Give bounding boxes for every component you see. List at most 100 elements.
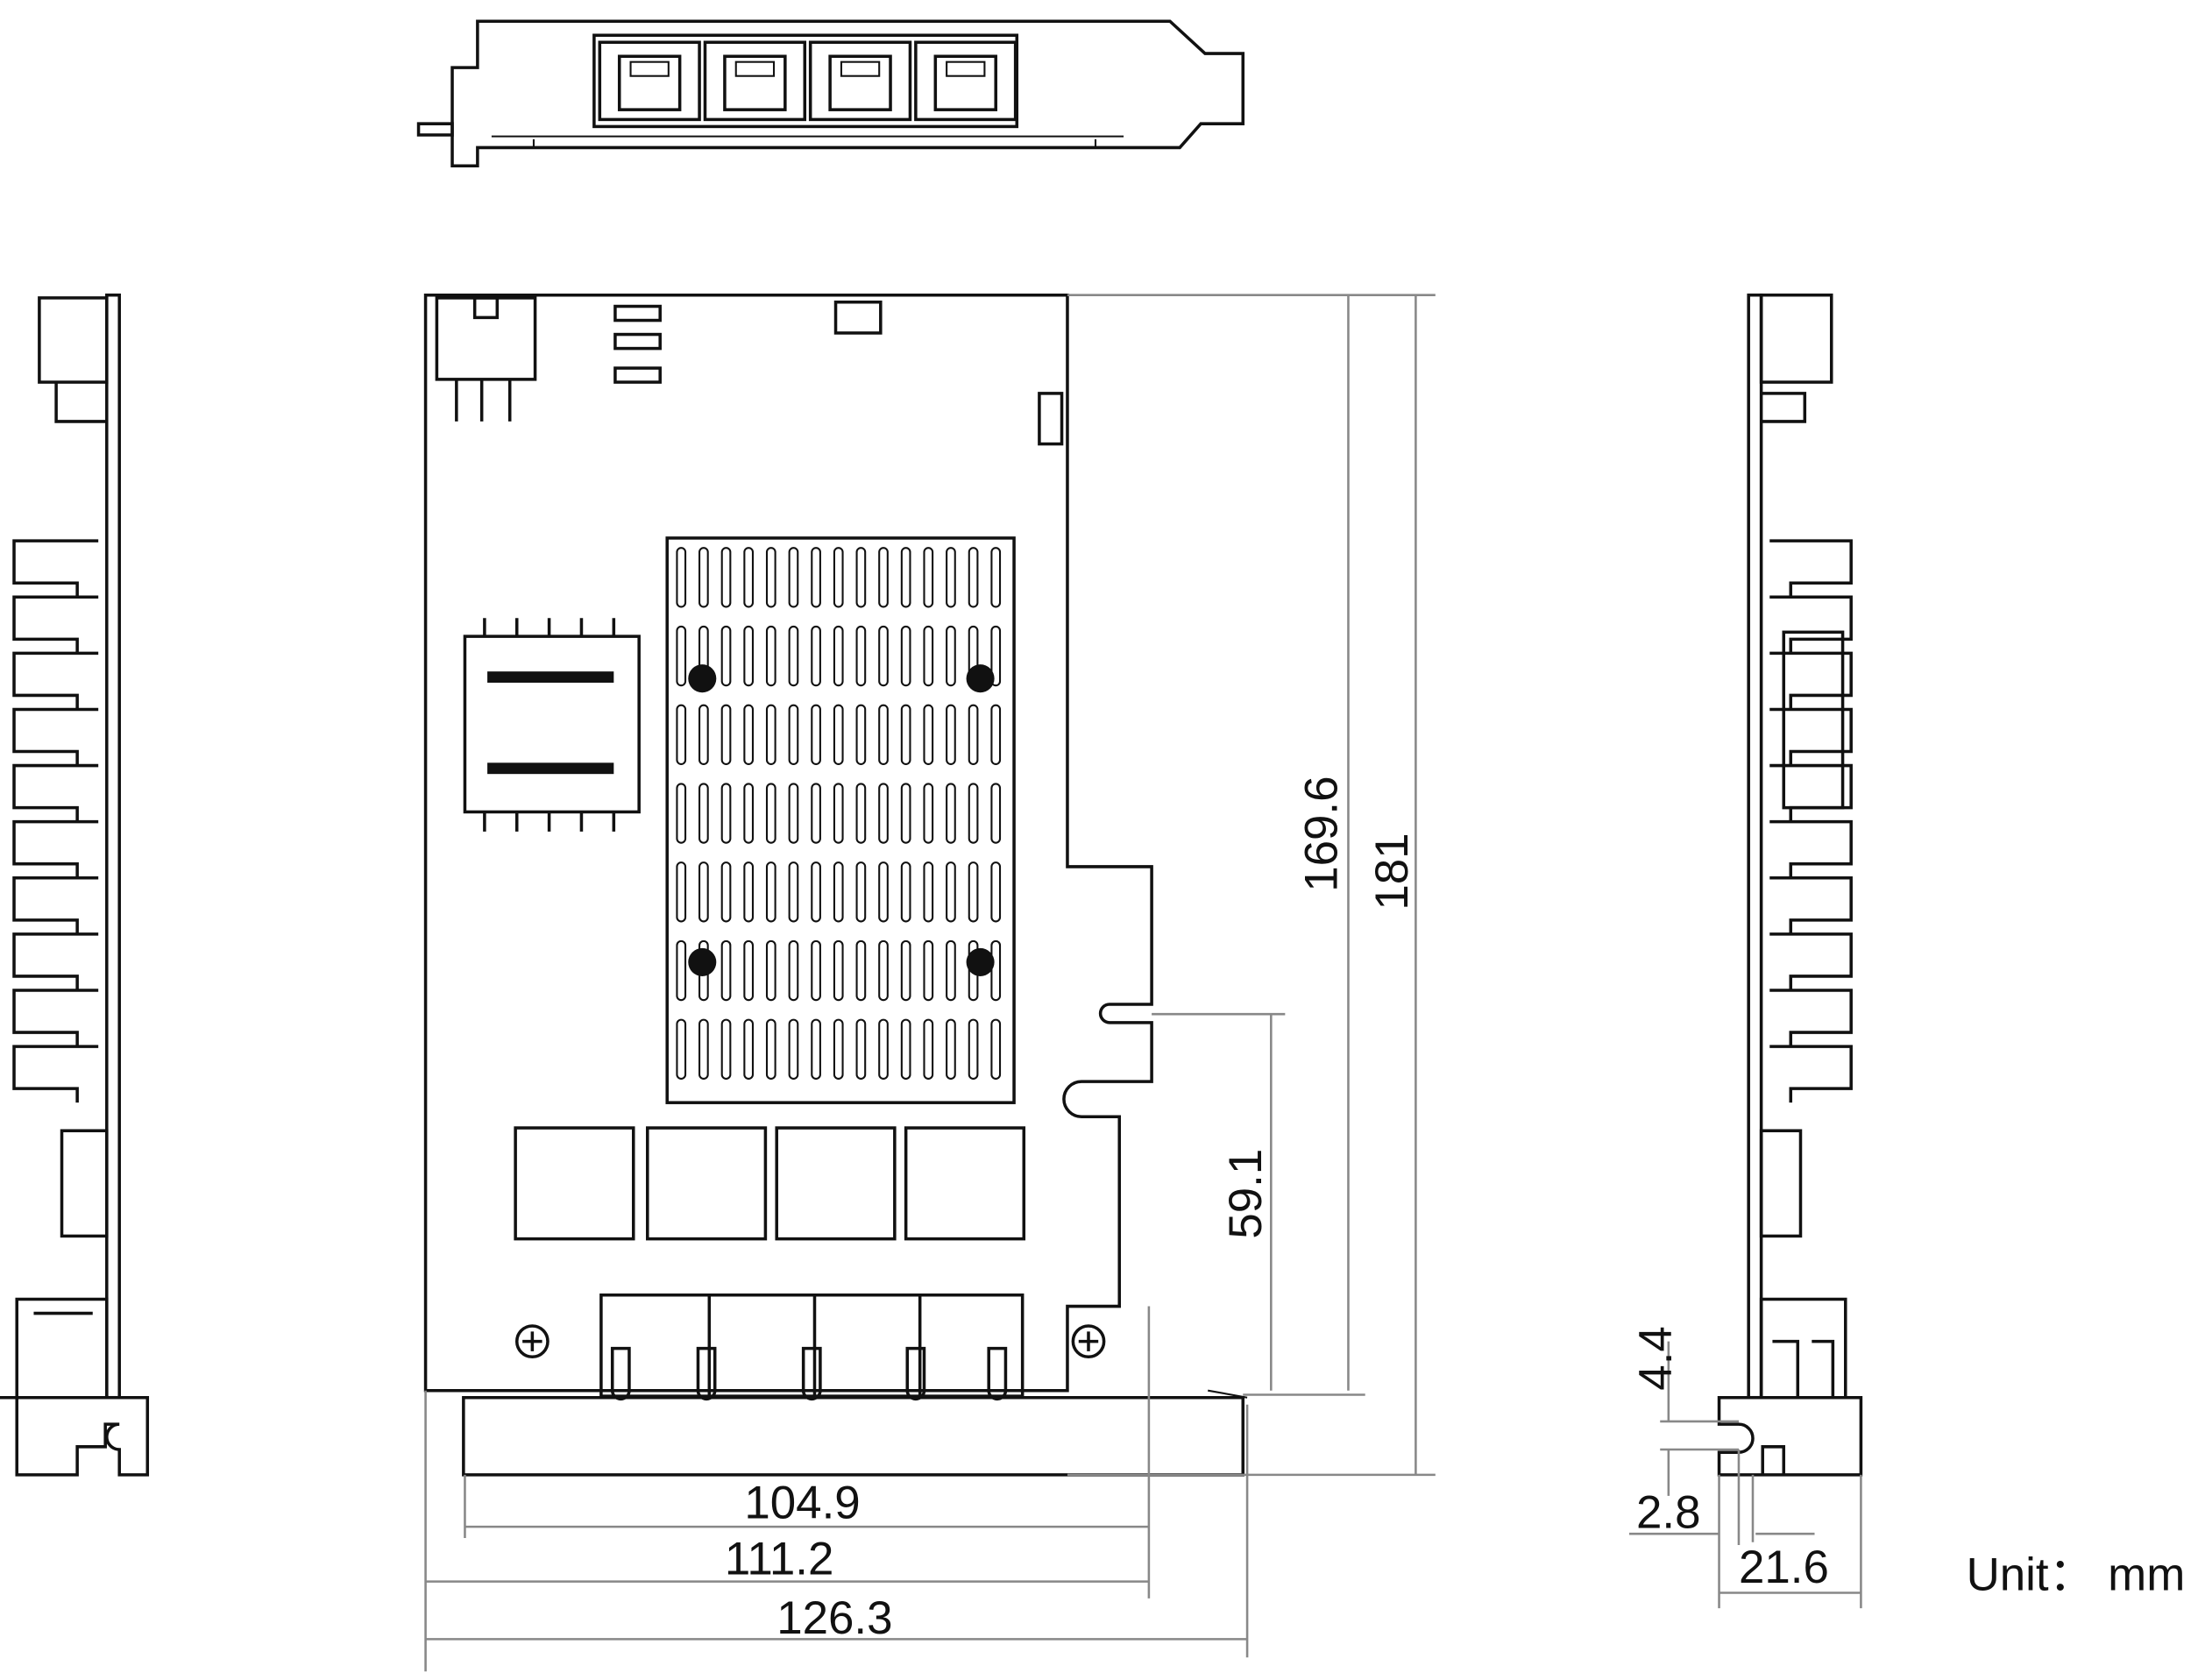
dim-overall-length: 126.3 — [776, 1592, 892, 1644]
dim-board-length: 111.2 — [725, 1534, 833, 1585]
heatsink-fin — [878, 1018, 889, 1080]
heatsink-fin — [855, 1018, 867, 1080]
right-side-view — [1717, 293, 1863, 1477]
heatsink-fin — [900, 625, 911, 687]
heatsink-fin — [720, 547, 732, 608]
heatsink-fin — [855, 861, 867, 923]
led-indicators — [613, 304, 662, 384]
heatsink-fin — [720, 625, 732, 687]
heatsink-fin — [990, 625, 1002, 687]
side-heatsink-fin — [12, 819, 99, 878]
top-view-rj45-ports — [598, 40, 1018, 122]
heatsink-fin — [923, 1018, 934, 1080]
unit-label: Unit： mm — [1967, 1549, 2186, 1600]
side-heatsink-fin — [12, 876, 99, 934]
heatsink-fin — [743, 704, 755, 766]
heatsink-fin — [855, 939, 867, 1002]
dim-bracket-width: 21.6 — [1739, 1542, 1829, 1593]
heatsink-fin — [698, 1018, 709, 1080]
heatsink-fin — [855, 547, 867, 608]
rj45-socket — [617, 54, 682, 111]
rj45-port — [914, 40, 1018, 122]
heatsink-fin — [923, 625, 934, 687]
heatsink-fin — [765, 861, 776, 923]
heatsink-fin — [765, 547, 776, 608]
dim-board-height: 169.6 — [1296, 776, 1348, 891]
heatsink-fin — [990, 1018, 1002, 1080]
heatsink-fin — [855, 783, 867, 844]
heatsink-fin — [946, 861, 956, 923]
dim-slot-height: 4.4 — [1630, 1326, 1682, 1391]
heatsink-fin — [833, 939, 844, 1002]
heatsink-fin — [811, 547, 821, 608]
heatsink-fin — [676, 783, 687, 844]
side-heatsink-fin — [12, 763, 99, 822]
side-heatsink-fin — [1769, 651, 1853, 710]
heatsink-fin — [923, 939, 934, 1002]
heatsink-fin — [743, 861, 755, 923]
left-side-view — [0, 293, 150, 1477]
heatsink-fin — [676, 939, 687, 1002]
heatsink-fin — [878, 547, 889, 608]
heatsink-fin — [878, 783, 889, 844]
rj45-port — [808, 40, 912, 122]
heatsink — [665, 536, 1016, 1104]
heatsink-fin — [811, 783, 821, 844]
heatsink-fin — [676, 1018, 687, 1080]
heatsink-fin — [676, 861, 687, 923]
heatsink-fin — [698, 861, 709, 923]
side-heatsink-fin — [1769, 876, 1853, 934]
dim-connector-offset: 59.1 — [1220, 1149, 1272, 1239]
heatsink-fin — [833, 625, 844, 687]
heatsink-fin — [878, 939, 889, 1002]
side-heatsink-fin — [1769, 1045, 1853, 1103]
heatsink-fin — [743, 783, 755, 844]
heatsink-fin — [743, 547, 755, 608]
side-heatsink-fin — [1769, 539, 1853, 598]
heatsink-fin — [811, 704, 821, 766]
heatsink-fin — [720, 783, 732, 844]
screw-icons — [514, 1324, 1106, 1359]
heatsink-fin — [878, 704, 889, 766]
heatsink-fin — [811, 861, 821, 923]
side-heatsink-fin — [12, 595, 99, 654]
magnetics-components — [514, 1126, 1026, 1241]
heatsink-fin — [833, 704, 844, 766]
dimension-lines — [424, 294, 1862, 1672]
heatsink-fin — [878, 861, 889, 923]
heatsink-fin — [765, 783, 776, 844]
heatsink-fin — [946, 783, 956, 844]
heatsink-fin — [855, 625, 867, 687]
heatsink-fin — [788, 939, 799, 1002]
side-heatsink-fin — [1769, 763, 1853, 822]
heatsink-fin — [765, 704, 776, 766]
heatsink-fin — [811, 939, 821, 1002]
heatsink-fin — [788, 1018, 799, 1080]
heatsink-fin — [788, 704, 799, 766]
heatsink-fin — [923, 704, 934, 766]
rj45-connector-block — [599, 1293, 1025, 1401]
heatsink-fin — [720, 861, 732, 923]
heatsink-fin — [968, 1018, 979, 1080]
top-view-bracket — [416, 19, 1245, 168]
side-heatsink-fin — [1769, 932, 1853, 990]
heatsink-fin — [900, 704, 911, 766]
heatsink-fin — [968, 783, 979, 844]
side-heatsink-fin — [12, 651, 99, 710]
heatsink-fin — [946, 625, 956, 687]
rj45-socket — [723, 54, 787, 111]
heatsink-fin — [923, 783, 934, 844]
chip-module — [463, 618, 641, 832]
heatsink-fin — [765, 1018, 776, 1080]
heatsink-fin — [990, 704, 1002, 766]
heatsink-fin — [788, 861, 799, 923]
side-heatsink-fin — [1769, 819, 1853, 878]
heatsink-fin — [900, 939, 911, 1002]
heatsink-fin — [788, 547, 799, 608]
heatsink-fin — [855, 704, 867, 766]
heatsink-fin — [900, 861, 911, 923]
side-heatsink-fin — [1769, 707, 1853, 766]
heatsink-fin — [946, 1018, 956, 1080]
heatsink-fin — [900, 1018, 911, 1080]
